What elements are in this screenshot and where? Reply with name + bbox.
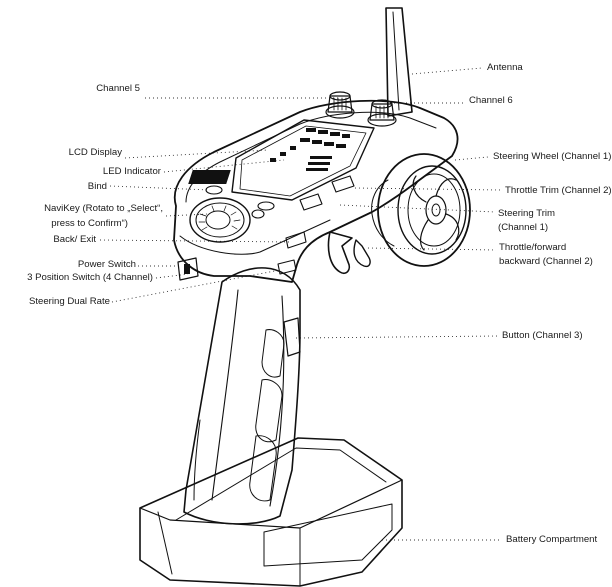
label-navikey-line2: press to Confirm“) (51, 218, 128, 229)
trigger-shape (327, 231, 371, 275)
battery-compartment-shape (139, 437, 403, 587)
channel5-knob (325, 91, 355, 119)
label-steering-trim-line1: Steering Trim (498, 208, 556, 219)
label-steering-trim-line2: (Channel 1) (498, 222, 549, 233)
label-channel5: Channel 5 (96, 83, 140, 94)
label-steering-wheel: Steering Wheel (Channel 1) (493, 151, 612, 162)
channel6-knob (367, 99, 397, 127)
label-back-exit: Back/ Exit (53, 234, 96, 245)
label-steering-dual-rate: Steering Dual Rate (28, 296, 110, 307)
label-antenna: Antenna (487, 62, 523, 73)
label-three-position-switch: 3 Position Switch (4 Channel) (27, 272, 153, 283)
label-power-switch: Power Switch (77, 259, 136, 270)
grip-shape (183, 267, 301, 525)
steering-wheel-shape (371, 153, 471, 267)
label-battery-compartment: Battery Compartment (506, 534, 598, 545)
label-bind: Bind (87, 181, 107, 192)
label-throttle-line1: Throttle/forward (499, 242, 567, 253)
label-navikey-line1: NaviKey (Rotato to „Select“, (44, 203, 163, 214)
label-lcd-display: LCD Display (68, 147, 122, 158)
label-channel6: Channel 6 (469, 95, 513, 106)
body-shape (173, 91, 459, 283)
label-throttle-line2: backward (Channel 2) (499, 256, 593, 267)
label-button-ch3: Button (Channel 3) (502, 330, 583, 341)
label-throttle-trim: Throttle Trim (Channel 2) (505, 185, 612, 196)
navikey-dial (189, 197, 251, 243)
label-led-indicator: LED Indicator (102, 166, 161, 177)
antenna-shape (385, 7, 413, 117)
